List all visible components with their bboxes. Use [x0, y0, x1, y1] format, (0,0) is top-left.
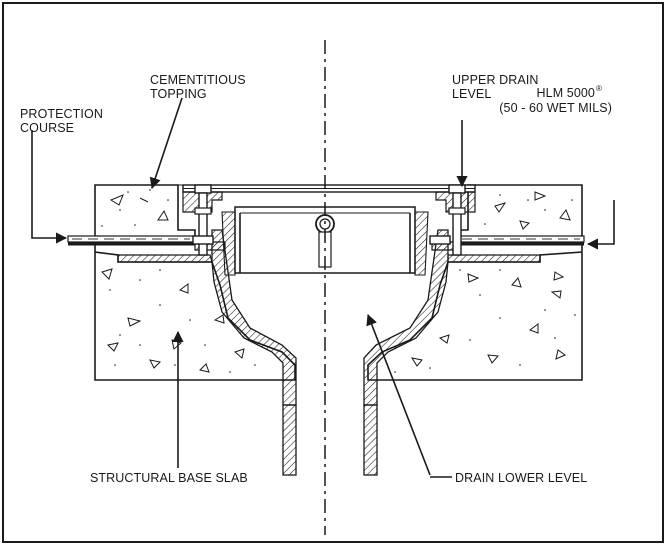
label-drain-lower-level: DRAIN LOWER LEVEL: [455, 471, 587, 485]
label-hlm-name: HLM 5000: [537, 86, 595, 100]
leader-protection-course: [31, 130, 68, 244]
label-hlm-spec: (50 - 60 WET MILS): [499, 101, 612, 115]
label-upper-drain-level-2: LEVEL: [452, 87, 491, 101]
label-cementitious-topping-1: CEMENTITIOUS: [150, 73, 246, 87]
concrete-speckle: [101, 189, 576, 373]
label-cementitious-topping-2: TOPPING: [150, 87, 207, 101]
label-protection-course-1: PROTECTION: [20, 107, 103, 121]
label-hlm-mark: ®: [596, 84, 602, 93]
leader-hlm: [586, 200, 615, 250]
leader-lines: [31, 97, 615, 476]
concrete-aggregate: [101, 191, 571, 373]
leader-cementitious-topping: [149, 97, 183, 190]
label-protection-course-2: COURSE: [20, 121, 74, 135]
leader-drain-lower: [366, 313, 431, 476]
label-upper-drain-level-1: UPPER DRAIN: [452, 73, 539, 87]
label-structural-base-slab: STRUCTURAL BASE SLAB: [90, 471, 248, 485]
clamping-bolts: [192, 184, 466, 256]
protection-course: [67, 235, 585, 246]
upper-drain-assembly: [182, 184, 476, 276]
drain-body: [194, 229, 459, 476]
